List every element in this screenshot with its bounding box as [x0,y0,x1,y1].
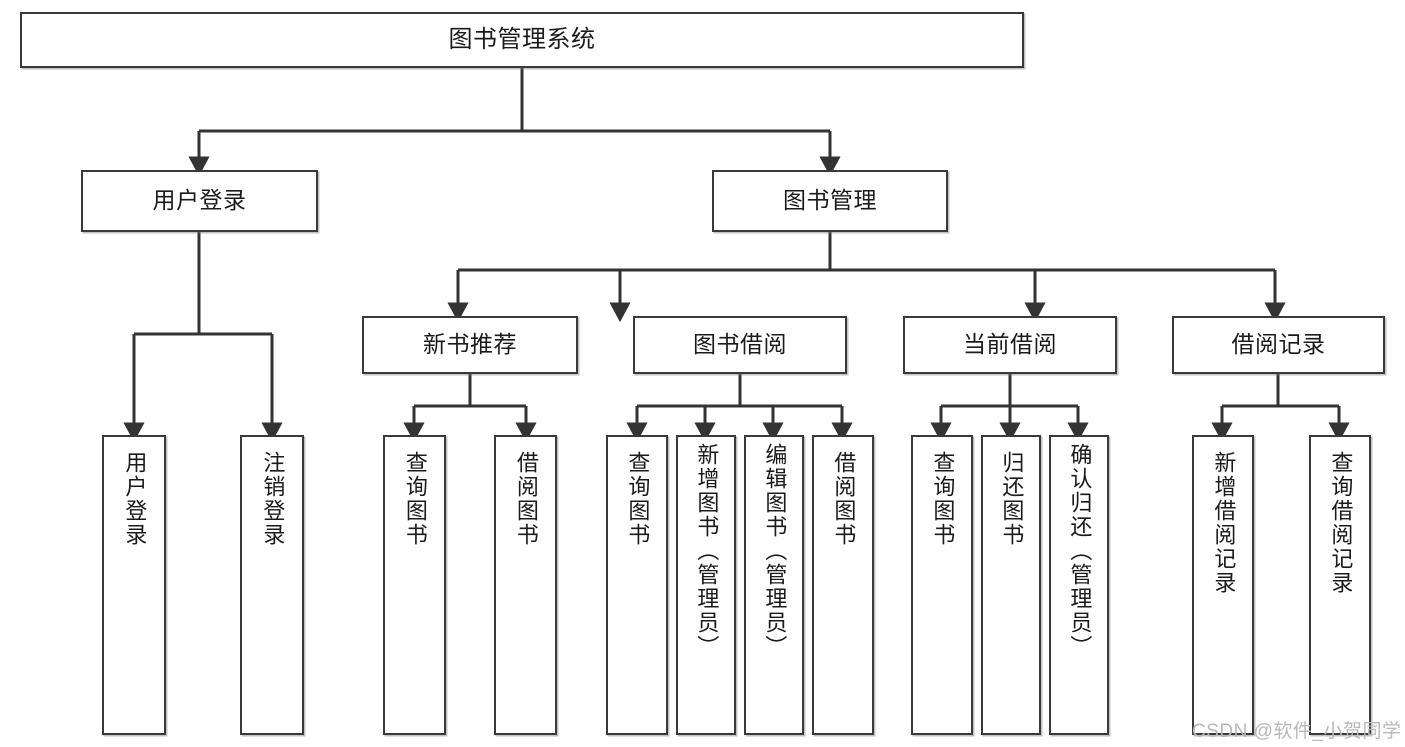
node-label: 查询图书 [402,451,428,547]
leaf-query-book-borrow[interactable]: 查询图书 [606,435,668,735]
node-label: 借阅记录 [1231,331,1326,358]
node-label: 新增借阅记录 [1211,451,1237,595]
node-label: 查询借阅记录 [1328,451,1354,595]
leaf-query-book-current[interactable]: 查询图书 [911,435,973,735]
leaf-borrow-book[interactable]: 借阅图书 [812,435,874,735]
node-label: 编辑图书（管理员） [762,443,788,659]
node-book-borrowing[interactable]: 图书借阅 [633,316,847,374]
node-label: 查询图书 [930,451,956,547]
leaf-edit-book-admin[interactable]: 编辑图书（管理员） [744,435,804,735]
node-label: 图书管理系统 [448,25,596,53]
node-label: 确认归还（管理员） [1067,443,1093,659]
node-book-management-system[interactable]: 图书管理系统 [20,12,1024,68]
leaf-return-book[interactable]: 归还图书 [981,435,1041,735]
node-label: 图书管理 [783,187,877,214]
node-label: 借阅图书 [513,451,539,547]
node-book-management[interactable]: 图书管理 [712,170,948,232]
leaf-user-login[interactable]: 用户登录 [102,435,166,735]
node-current-borrowing[interactable]: 当前借阅 [903,316,1117,374]
leaf-add-book-admin[interactable]: 新增图书（管理员） [676,435,736,735]
node-label: 用户登录 [152,187,247,214]
leaf-query-book-new[interactable]: 查询图书 [383,435,446,735]
node-borrowing-record[interactable]: 借阅记录 [1172,316,1385,374]
leaf-add-borrow-record[interactable]: 新增借阅记录 [1192,435,1254,735]
node-label: 图书借阅 [693,331,787,358]
node-label: 用户登录 [122,451,148,547]
node-label: 借阅图书 [831,451,857,547]
node-label: 新书推荐 [423,331,517,358]
leaf-confirm-return-admin[interactable]: 确认归还（管理员） [1049,435,1109,735]
csdn-watermark: CSDN @软件_小贺同学 [1192,721,1402,742]
node-user-login[interactable]: 用户登录 [81,170,318,232]
node-label: 注销登录 [260,451,286,547]
leaf-borrow-book-new[interactable]: 借阅图书 [494,435,557,735]
node-label: 新增图书（管理员） [694,443,720,659]
leaf-logout[interactable]: 注销登录 [240,435,304,735]
node-new-book-recommendation[interactable]: 新书推荐 [362,316,578,374]
node-label: 归还图书 [999,451,1025,547]
leaf-query-borrow-record[interactable]: 查询借阅记录 [1309,435,1371,735]
node-label: 查询图书 [625,451,651,547]
node-label: 当前借阅 [963,331,1057,358]
